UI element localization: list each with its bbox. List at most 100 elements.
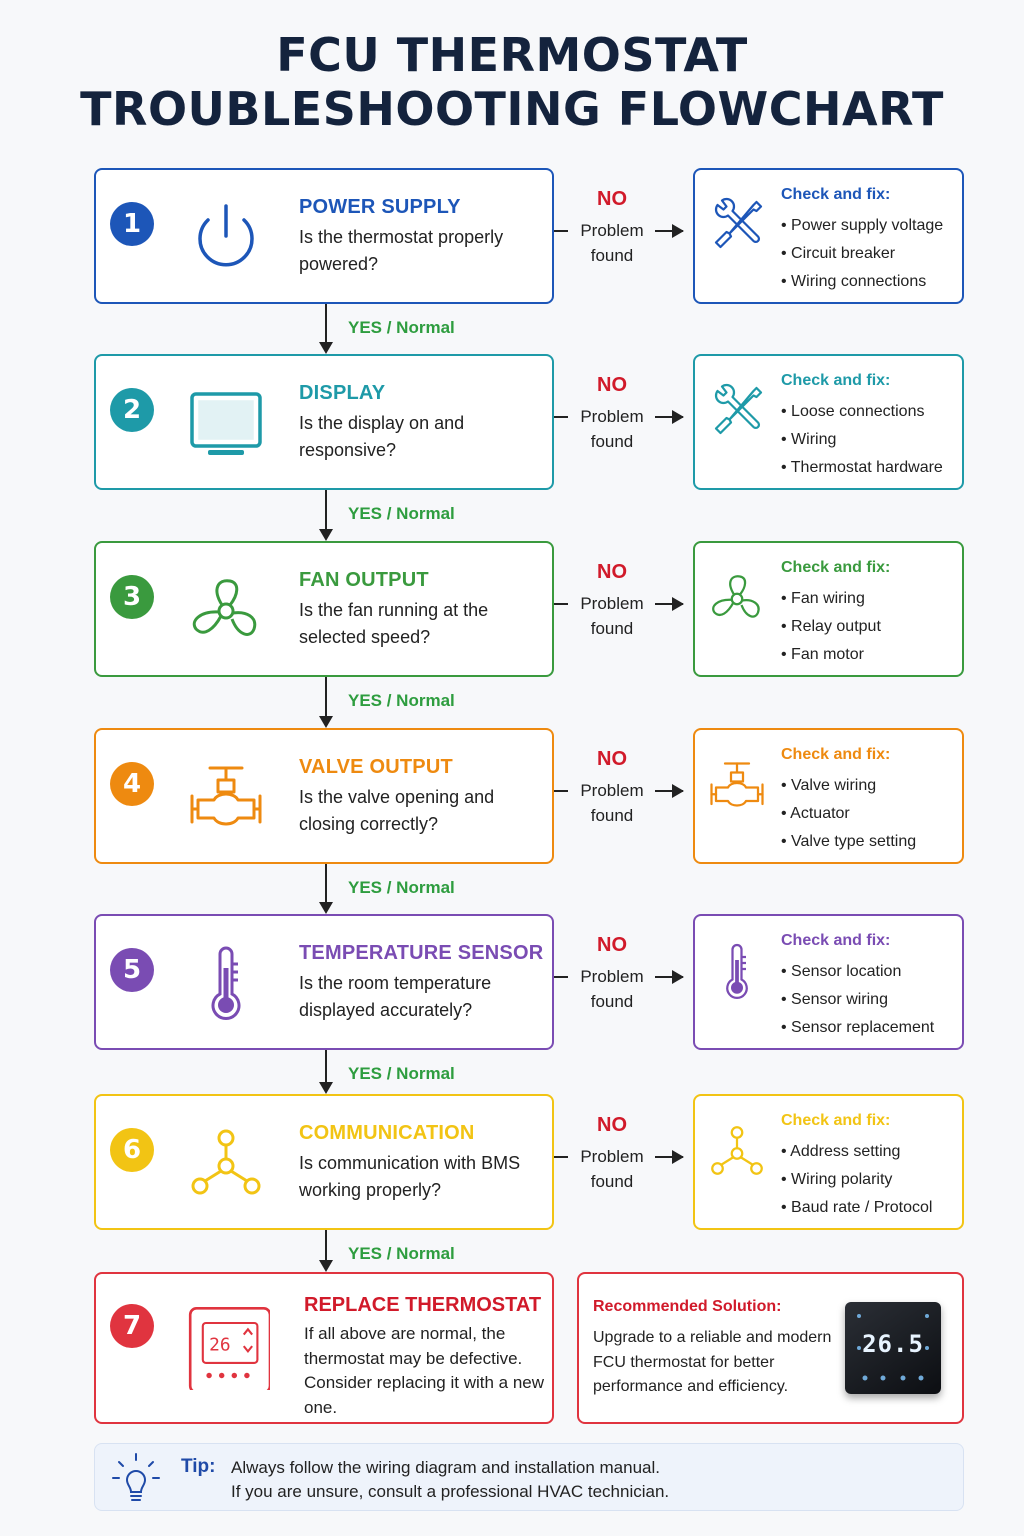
problem-label: Problem <box>580 967 644 986</box>
problem-found-label: Problem found <box>562 218 662 268</box>
title-line-1: FCU THERMOSTAT <box>276 28 748 82</box>
wrench-screwdriver-icon <box>714 383 763 435</box>
yes-normal-label: YES / Normal <box>348 691 455 710</box>
fix-list-item: Address setting <box>781 1138 932 1166</box>
yes-normal-label: YES / Normal <box>348 504 455 523</box>
step-badge-1: 1 <box>110 202 154 246</box>
step-title-fan-output: FAN OUTPUT <box>299 569 429 591</box>
found-label: found <box>590 246 634 265</box>
valve-icon <box>190 766 262 826</box>
yes-normal-label: YES / Normal <box>348 1244 455 1263</box>
arrow-right-icon <box>672 410 684 424</box>
found-label: found <box>590 992 634 1011</box>
found-label: found <box>590 432 634 451</box>
recommended-solution-box: Recommended Solution: Upgrade to a relia… <box>577 1272 964 1424</box>
svg-text:26: 26 <box>209 1334 230 1355</box>
fan-icon <box>192 579 257 636</box>
check-and-fix-heading: Check and fix: <box>781 746 891 763</box>
display-icon <box>190 392 262 455</box>
connector-line <box>655 790 683 792</box>
thermometer-icon <box>211 946 241 1021</box>
no-label: NO <box>597 1114 627 1136</box>
fan-icon <box>712 575 760 618</box>
wrench-screwdriver-icon <box>714 197 763 249</box>
connector-line <box>554 1156 568 1158</box>
fix-box-power-supply: Check and fix:Power supply voltageCircui… <box>693 168 964 304</box>
no-label: NO <box>597 934 627 956</box>
no-label: NO <box>597 188 627 210</box>
problem-label: Problem <box>580 221 644 240</box>
device-buttons-icon <box>857 1314 929 1381</box>
step-box-replace-thermostat: 7 26 REPLACE THERMOSTAT If all above are… <box>94 1272 554 1424</box>
arrow-down-icon <box>319 716 333 728</box>
fix-box-temperature-sensor: Check and fix: Sensor locationSensor wiri… <box>693 914 964 1050</box>
tip-box: Tip: Always follow the wiring diagram an… <box>94 1443 964 1511</box>
arrow-down-icon <box>319 1082 333 1094</box>
connector-line <box>325 677 327 718</box>
connector-line <box>325 304 327 344</box>
found-label: found <box>590 619 634 638</box>
step-question-communication: Is communication with BMS working proper… <box>299 1153 521 1200</box>
fix-list-item: Fan wiring <box>781 585 881 613</box>
fix-box-fan-output: Check and fix:Fan wiringRelay outputFan … <box>693 541 964 677</box>
fix-list-item: Thermostat hardware <box>781 454 943 482</box>
fix-list-item: Valve type setting <box>781 828 916 856</box>
step-title-communication: COMMUNICATION <box>299 1122 475 1144</box>
problem-label: Problem <box>580 1147 644 1166</box>
problem-found-label: Problem found <box>562 964 662 1014</box>
arrow-right-icon <box>672 224 684 238</box>
connector-line <box>325 864 327 904</box>
fix-list-item: Relay output <box>781 613 881 641</box>
connector-line <box>655 976 683 978</box>
connector-line <box>655 1156 683 1158</box>
fix-list-item: Fan motor <box>781 641 881 669</box>
tip-line-1: Always follow the wiring diagram and ins… <box>231 1458 660 1477</box>
step-question-fan-output: Is the fan running at the selected speed… <box>299 600 489 647</box>
step-badge-7: 7 <box>110 1304 154 1348</box>
thermostat-device-image: 26.5 <box>845 1302 941 1394</box>
tip-line-2: If you are unsure, consult a professiona… <box>231 1482 670 1501</box>
fix-list: Loose connectionsWiringThermostat hardwa… <box>781 398 943 482</box>
fix-list-item: Sensor wiring <box>781 986 934 1014</box>
device-temperature-reading: 26.5 <box>862 1330 924 1358</box>
valve-icon <box>710 762 764 807</box>
step-title-valve-output: VALVE OUTPUT <box>299 756 453 778</box>
step-badge-3: 3 <box>110 575 154 619</box>
title-line-2: TROUBLESHOOTING FLOWCHART <box>80 82 944 136</box>
step-title-power-supply: POWER SUPPLY <box>299 196 461 218</box>
yes-normal-label: YES / Normal <box>348 318 455 337</box>
fix-list-item: Sensor location <box>781 958 934 986</box>
check-and-fix-heading: Check and fix: <box>781 186 891 203</box>
connector-line <box>655 603 683 605</box>
found-label: found <box>590 806 634 825</box>
fix-list: Sensor locationSensor wiringSensor repla… <box>781 958 934 1042</box>
yes-normal-label: YES / Normal <box>348 1064 455 1083</box>
fix-list: Fan wiringRelay outputFan motor <box>781 585 881 669</box>
arrow-down-icon <box>319 342 333 354</box>
fix-box-communication: Check and fix:Address settingWiring pola… <box>693 1094 964 1230</box>
check-and-fix-heading: Check and fix: <box>781 932 891 949</box>
connector-line <box>554 976 568 978</box>
fix-box-display: Check and fix:Loose connectionsWiringThe… <box>693 354 964 490</box>
step-badge-2: 2 <box>110 388 154 432</box>
fix-list-item: Sensor replacement <box>781 1014 934 1042</box>
connector-line <box>554 416 568 418</box>
problem-label: Problem <box>580 781 644 800</box>
problem-found-label: Problem found <box>562 778 662 828</box>
fix-list-item: Circuit breaker <box>781 240 943 268</box>
arrow-right-icon <box>672 597 684 611</box>
arrow-right-icon <box>672 970 684 984</box>
no-branch-5: NO Problem found <box>562 934 662 1034</box>
lightbulb-icon <box>112 1453 160 1501</box>
step-text-replace-thermostat: If all above are normal, the thermostat … <box>304 1324 545 1417</box>
fix-list-item: Wiring polarity <box>781 1166 932 1194</box>
step-question-display: Is the display on and responsive? <box>299 413 465 460</box>
